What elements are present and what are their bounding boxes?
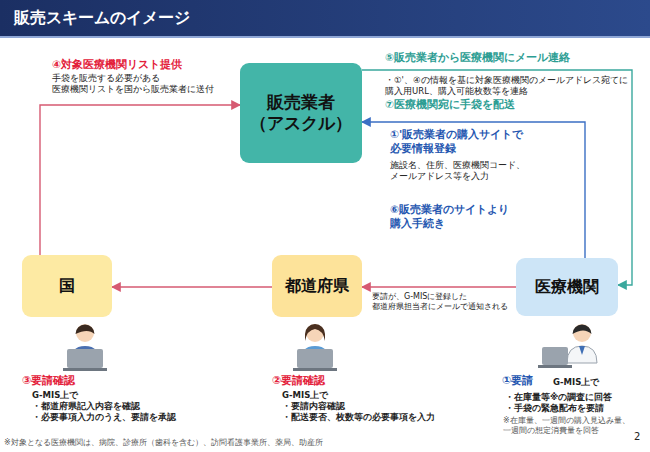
text-line: メールアドレス等を入力 (390, 171, 525, 182)
step-heading: ⑥販売業者のサイトより 購入手続き (390, 203, 509, 230)
text-line: 販売スキームのイメージ (14, 8, 190, 29)
text-line: ③要請確認 (22, 374, 75, 388)
laptop (67, 349, 103, 368)
text-line: ※対象となる医療機関は、病院、診療所（歯科を含む）、訪問看護事業所、薬局、助産所 (4, 438, 323, 448)
text-line: 購入用URL、購入可能枚数等を連絡 (385, 86, 628, 97)
white-coat (567, 346, 597, 363)
step-heading: ①要請 (502, 374, 533, 388)
step-heading: ①'販売業者の購入サイトで 必要情報登録 (390, 128, 523, 155)
laptop-base (293, 368, 337, 371)
text-line: 購入手続き (390, 217, 509, 231)
text-line: G-MIS上で (282, 390, 435, 401)
flow-arrow (112, 286, 272, 287)
footnote: ※在庫量、一週間の購入見込み量、 一週間の想定消費量を回答 (503, 416, 630, 437)
step-note: G-MIS上で ・要請内容確認 ・配送要否、枚数等の必要事項を入力 (282, 390, 435, 423)
text-line: 国 (59, 276, 75, 296)
text-line: ・必要事項入力のうえ、要請を承認 (32, 412, 176, 423)
hair (305, 324, 325, 341)
text-line: 要請が、G-MISに登録した (372, 292, 508, 302)
laptop (542, 347, 568, 365)
text-line: ・在庫量等※の調査に回答 (505, 392, 612, 403)
flow-arrow (362, 70, 632, 285)
text-line: G-MIS上で (553, 377, 599, 388)
text-line: ※在庫量、一週間の購入見込み量、 (503, 416, 630, 426)
text-line: ・①'、④の情報を基に対象医療機関のメールアドレス宛てに (385, 75, 628, 86)
text-line: ・手袋の緊急配布を要請 (505, 403, 612, 414)
hair (573, 325, 592, 335)
step-heading: ②要請確認 (272, 374, 325, 388)
tie (579, 346, 585, 355)
step-heading: ③要請確認 (22, 374, 75, 388)
text-line: 一週間の想定消費量を回答 (503, 426, 630, 436)
doctor-figure (538, 324, 597, 368)
flow-arrow (362, 122, 585, 258)
step-note: 手袋を販売する必要がある 医療機関リストを国から販売業者に送付 (52, 73, 214, 95)
step-heading: ⑤販売業者から医療機関にメール連絡 (385, 51, 570, 65)
step-note: 施設名、住所、医療機関コード、 メールアドレス等を入力 (390, 160, 525, 182)
page-title: 販売スキームのイメージ (14, 8, 190, 29)
text-line: 2 (634, 430, 640, 443)
text-line: ⑤販売業者から医療機関にメール連絡 (385, 51, 570, 65)
text-line: （アスクル） (250, 113, 352, 134)
text-line: ②要請確認 (272, 374, 325, 388)
vendor-box: 販売業者 （アスクル） (240, 63, 362, 163)
text-line: 医療機関 (535, 277, 599, 297)
title-rule (0, 36, 650, 38)
text-line: 施設名、住所、医療機関コード、 (390, 160, 525, 171)
text-line: 医療機関リストを国から販売業者に送付 (52, 84, 214, 95)
head (573, 324, 591, 342)
step-note: ・在庫量等※の調査に回答 ・手袋の緊急配布を要請 (505, 392, 612, 414)
node-label: 都道府県 (285, 276, 349, 296)
country-box: 国 (22, 255, 112, 317)
flow-arrow (40, 105, 240, 255)
laptop-base (63, 368, 107, 371)
officer-figure (63, 324, 107, 371)
text-line: ①'販売業者の購入サイトで (390, 128, 523, 142)
node-label: 国 (59, 276, 75, 296)
step-note: G-MIS上で ・都道府県記入内容を確認 ・必要事項入力のうえ、要請を承認 (32, 390, 176, 423)
step-note: ・①'、④の情報を基に対象医療機関のメールアドレス宛てに 購入用URL、購入可能… (385, 75, 628, 97)
text-line: 都道府県担当者にメールで通知される (372, 302, 508, 312)
prefecture-figure (293, 324, 337, 371)
head (76, 324, 94, 342)
text-line: ・都道府県記入内容を確認 (32, 401, 176, 412)
laptop (297, 349, 333, 368)
text-line: ④対象医療機関リスト提供 (52, 58, 182, 72)
text-line: 必要情報登録 (390, 142, 523, 156)
step-heading: ④対象医療機関リスト提供 (52, 58, 182, 72)
laptop-base (538, 365, 572, 368)
head (306, 324, 324, 342)
text-line: ①要請 (502, 374, 533, 388)
node-label: 医療機関 (535, 277, 599, 297)
node-label: 販売業者 （アスクル） (250, 92, 352, 135)
text-line: ⑥販売業者のサイトより (390, 203, 509, 217)
page-number: 2 (634, 430, 640, 443)
text-line: 手袋を販売する必要がある (52, 73, 214, 84)
text-line: ・要請内容確認 (282, 401, 435, 412)
text-line: 販売業者 (250, 92, 352, 113)
flow-arrow (362, 286, 516, 287)
text-line: 都道府県 (285, 276, 349, 296)
text-line: G-MIS上で (32, 390, 176, 401)
title-band (0, 0, 650, 36)
institution-box: 医療機関 (516, 258, 618, 316)
step-note: G-MIS上で (553, 377, 599, 388)
edge-note: 要請が、G-MISに登録した 都道府県担当者にメールで通知される (372, 292, 508, 313)
text-line: ・配送要否、枚数等の必要事項を入力 (282, 412, 435, 423)
footnote: ※対象となる医療機関は、病院、診療所（歯科を含む）、訪問看護事業所、薬局、助産所 (4, 438, 323, 448)
prefecture-box: 都道府県 (272, 255, 362, 317)
step-heading: ⑦医療機関宛に手袋を配送 (385, 98, 515, 112)
text-line: ⑦医療機関宛に手袋を配送 (385, 98, 515, 112)
hair (76, 325, 95, 335)
